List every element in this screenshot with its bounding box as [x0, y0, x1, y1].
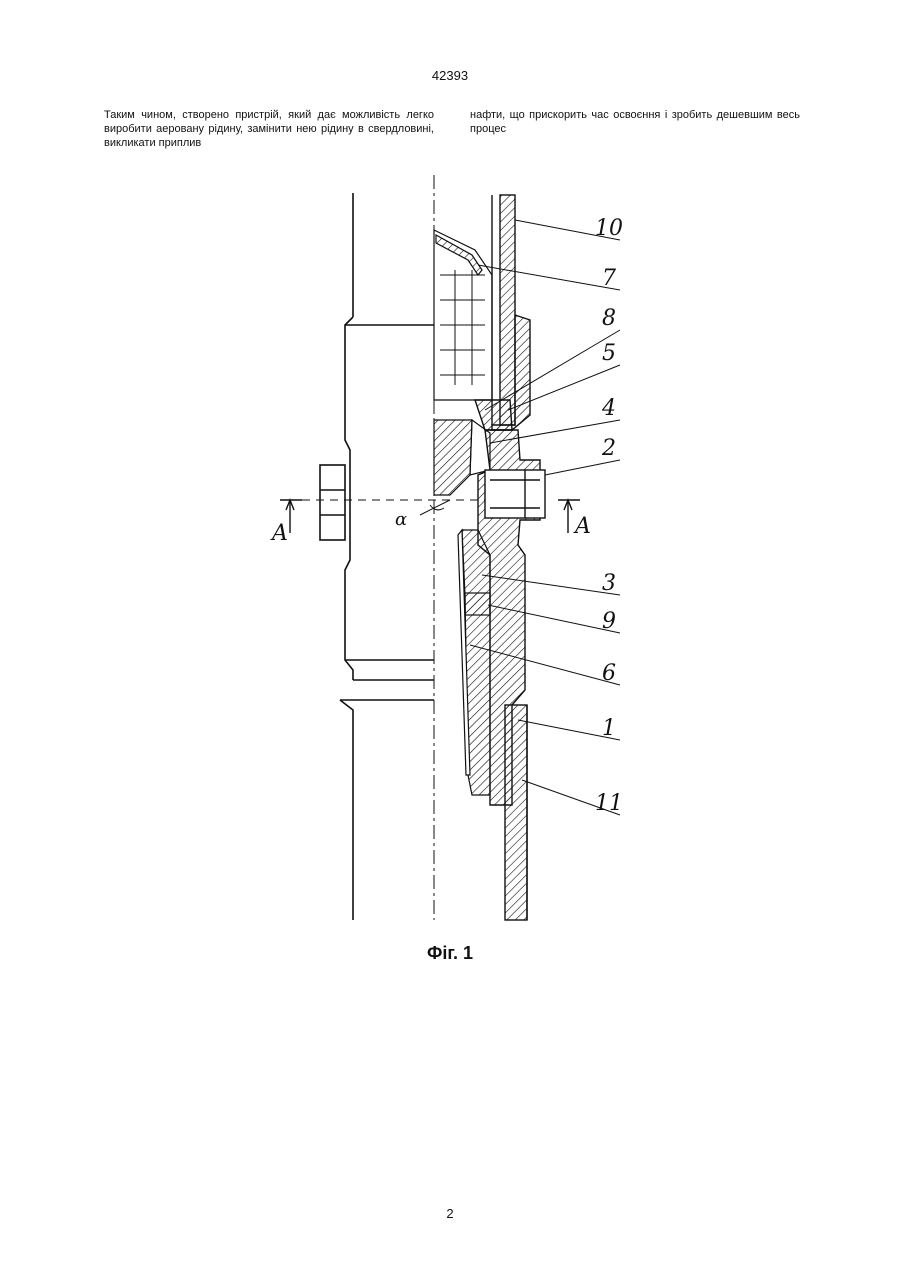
- callout-1: 1: [602, 716, 616, 741]
- text-column-left: Таким чином, створено пристрій, який дає…: [104, 108, 434, 150]
- outer-body-left: [320, 193, 434, 920]
- callout-3: 3: [602, 571, 616, 596]
- callout-7: 7: [602, 266, 616, 291]
- figure-caption: Фіг. 1: [0, 943, 900, 964]
- callout-10: 10: [595, 216, 623, 241]
- section-label-right: A: [573, 514, 591, 539]
- screw-2: [485, 470, 545, 518]
- angle-marker: [420, 500, 450, 515]
- sleeve-6: [458, 530, 490, 795]
- document-number: 42393: [0, 68, 900, 83]
- callout-9: 9: [602, 609, 616, 634]
- page-number: 2: [0, 1206, 900, 1221]
- text-column-right: нафти, що прискорить час освоєння і зроб…: [470, 108, 800, 136]
- pipe-10: [492, 195, 515, 425]
- callout-4: 4: [601, 396, 616, 421]
- diffuser-7: [434, 230, 492, 400]
- callout-8: 8: [602, 306, 616, 331]
- section-label-left: A: [270, 521, 288, 546]
- callout-5: 5: [602, 341, 616, 366]
- callout-2: 2: [601, 436, 616, 461]
- callout-6: 6: [602, 661, 616, 686]
- technical-drawing: 10 7 8 5 4 2 3 9 6 1 11 A A α: [250, 175, 650, 935]
- pipe-11: [505, 705, 527, 920]
- angle-label: α: [395, 509, 407, 530]
- callout-11: 11: [595, 791, 623, 816]
